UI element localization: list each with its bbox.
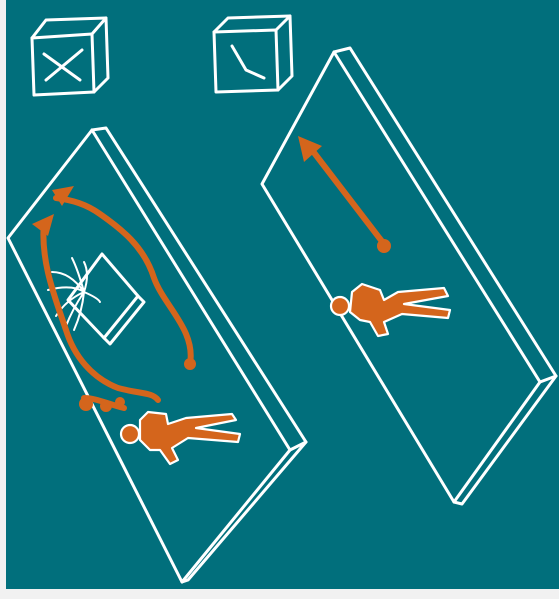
start-dot (377, 239, 391, 253)
crowd-dot (115, 397, 125, 407)
crowd-dot (100, 400, 112, 412)
crowd-dot (79, 397, 93, 411)
start-dot (184, 358, 196, 370)
